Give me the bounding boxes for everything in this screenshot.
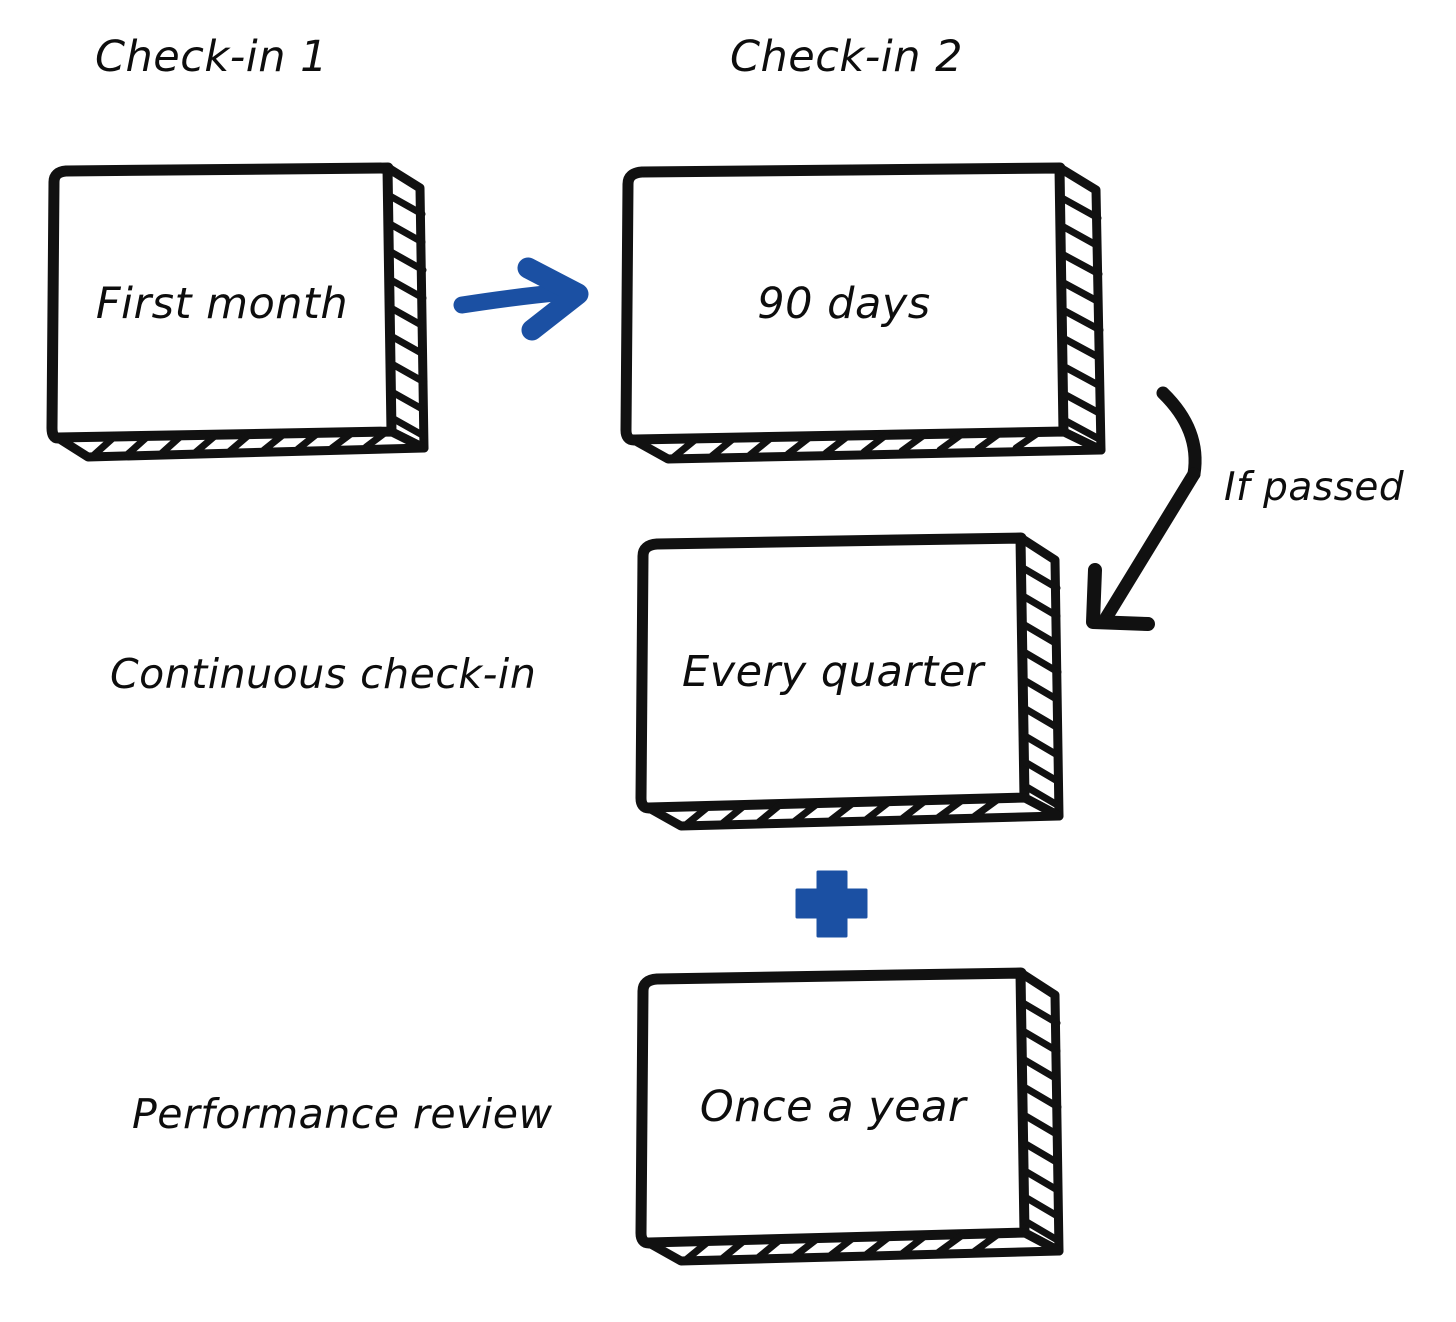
box-once-a-year-shape <box>635 967 1064 1266</box>
plus-sign-icon <box>795 870 868 938</box>
side-label-continuous-check-in: Continuous check-in <box>110 650 537 698</box>
box-once-a-year[interactable]: Once a year <box>625 965 1075 1266</box>
box-every-quarter-shape <box>635 532 1064 831</box>
side-label-performance-review: Performance review <box>132 1090 553 1138</box>
column-header-check-in-2: Check-in 2 <box>730 32 964 82</box>
box-first-month[interactable]: First month <box>36 160 436 470</box>
box-every-quarter[interactable]: Every quarter <box>625 530 1075 831</box>
box-ninety-days-shape <box>620 162 1106 464</box>
column-header-check-in-1: Check-in 1 <box>95 32 329 82</box>
box-first-month-shape <box>46 162 429 462</box>
box-ninety-days[interactable]: 90 days <box>612 160 1122 470</box>
arrow-first-to-ninety-icon <box>453 257 589 341</box>
edge-label-if-passed: If passed <box>1224 465 1405 510</box>
